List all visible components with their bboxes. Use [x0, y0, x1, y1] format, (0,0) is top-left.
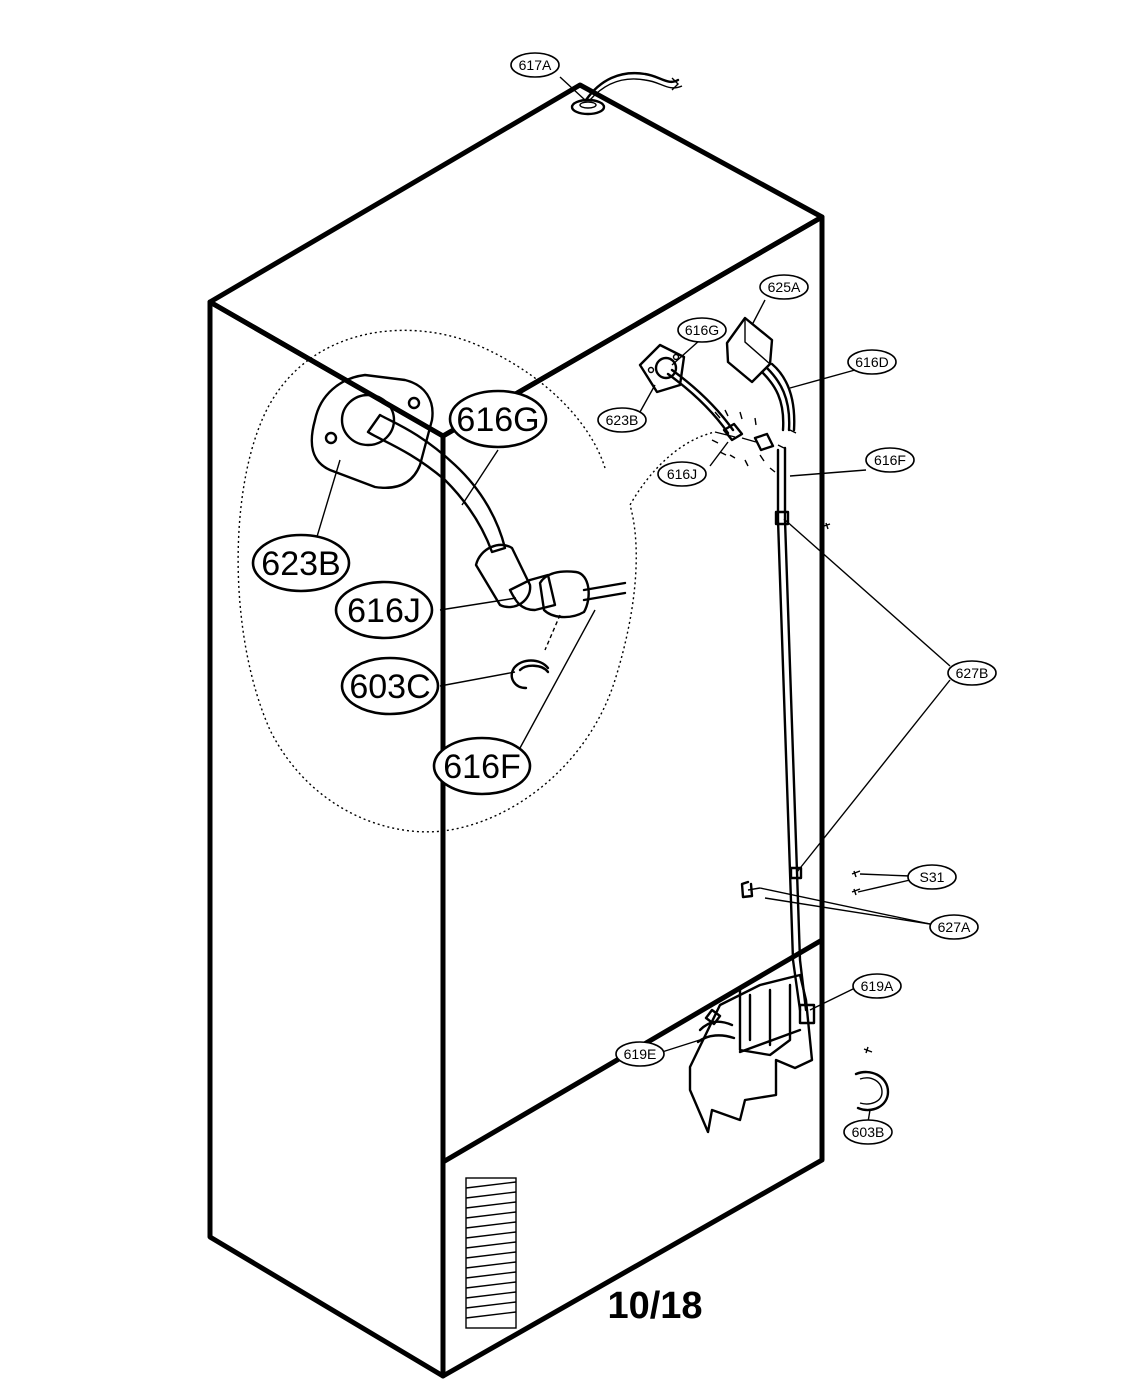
svg-text:623B: 623B	[606, 412, 639, 428]
valve-assembly-619a	[688, 973, 816, 1134]
clip-603b	[854, 1070, 890, 1112]
callout-619e: 619E	[615, 1041, 665, 1067]
callout-616g-small: 616G	[677, 317, 727, 343]
svg-text:S31: S31	[920, 869, 945, 885]
svg-text:616F: 616F	[874, 452, 906, 468]
svg-text:616D: 616D	[855, 354, 888, 370]
svg-text:616G: 616G	[685, 322, 719, 338]
svg-text:627B: 627B	[956, 665, 989, 681]
top-cord-grommet	[570, 71, 683, 116]
callout-616g-large: 616G	[448, 389, 548, 449]
refrigerator-cabinet	[207, 82, 825, 1379]
callout-603b: 603B	[843, 1119, 893, 1145]
svg-text:616G: 616G	[456, 401, 539, 439]
svg-text:623B: 623B	[261, 545, 340, 583]
callout-627a: 627A	[929, 914, 979, 940]
screws-s31	[823, 522, 873, 1054]
callout-616j-small: 616J	[657, 461, 707, 487]
svg-text:616F: 616F	[443, 748, 521, 786]
connection-marks	[711, 409, 797, 473]
clip-603c-detail	[510, 614, 561, 690]
callout-616f-small: 616F	[865, 447, 915, 473]
leader-lines	[315, 76, 951, 1123]
svg-text:616J: 616J	[667, 466, 697, 482]
water-line-616f	[774, 446, 808, 1012]
svg-text:617A: 617A	[519, 57, 552, 73]
callout-619a: 619A	[852, 973, 902, 999]
svg-text:619A: 619A	[861, 978, 894, 994]
svg-text:603B: 603B	[852, 1124, 885, 1140]
callout-617a: 617A	[510, 52, 560, 78]
callout-616d: 616D	[847, 349, 897, 375]
callout-623b-small: 623B	[597, 407, 647, 433]
callout-603c-large: 603C	[340, 656, 440, 716]
tube-616g	[666, 368, 775, 452]
callout-616j-large: 616J	[334, 580, 434, 640]
page-number: 10/18	[607, 1285, 702, 1327]
callout-616f-large: 616F	[432, 736, 532, 796]
tube-616g-detail	[366, 413, 627, 619]
detail-zoom-region	[237, 329, 736, 833]
control-box-625a	[725, 316, 796, 432]
svg-text:603C: 603C	[349, 668, 430, 706]
svg-text:627A: 627A	[938, 919, 971, 935]
callout-s31: S31	[907, 864, 957, 890]
callout-627b: 627B	[947, 660, 997, 686]
svg-text:616J: 616J	[347, 592, 421, 630]
svg-text:619E: 619E	[624, 1046, 657, 1062]
callout-625a: 625A	[759, 274, 809, 300]
svg-text:625A: 625A	[768, 279, 801, 295]
clip-627a	[740, 880, 754, 899]
bracket-623b-detail	[310, 373, 434, 489]
vent-grille	[465, 1177, 517, 1329]
callout-623b-large: 623B	[251, 533, 351, 593]
bracket-623b	[638, 343, 686, 394]
